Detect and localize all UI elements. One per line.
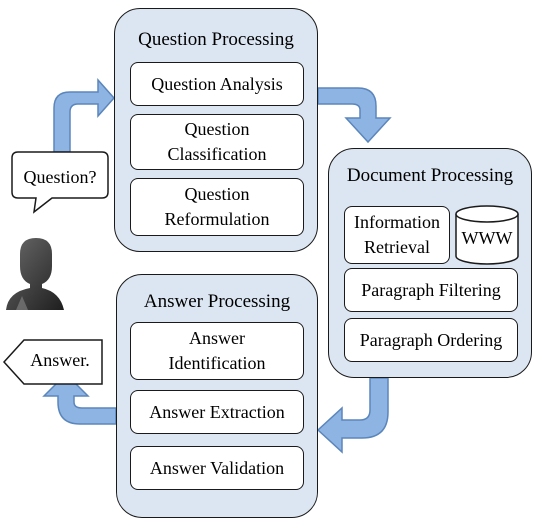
answer-validation-label: Answer Validation — [149, 457, 285, 478]
answer-identification-box: Answer Identification — [130, 322, 304, 380]
question-bubble-label: Question? — [23, 167, 97, 187]
document-processing-title: Document Processing — [346, 165, 514, 186]
answer-extraction-box: Answer Extraction — [130, 390, 304, 434]
paragraph-ordering-box: Paragraph Ordering — [344, 318, 518, 362]
question-classification-label: Question Classification — [167, 119, 267, 164]
answer-identification-label: Answer Identification — [168, 328, 266, 373]
information-retrieval-label: Information Retrieval — [354, 212, 440, 257]
arrow-dp-to-ap — [316, 377, 389, 454]
information-retrieval-box: Information Retrieval — [344, 206, 450, 264]
question-analysis-box: Question Analysis — [130, 62, 304, 106]
answer-bubble-icon — [2, 339, 103, 385]
question-classification-box: Question Classification — [130, 114, 304, 170]
www-label: WWW — [461, 228, 513, 248]
answer-processing-title: Answer Processing — [143, 291, 291, 312]
paragraph-ordering-label: Paragraph Ordering — [359, 329, 503, 350]
question-bubble-icon — [11, 151, 109, 214]
www-database-icon — [455, 205, 519, 265]
paragraph-filtering-label: Paragraph Filtering — [361, 279, 501, 300]
answer-bubble-label: Answer. — [30, 350, 90, 370]
answer-extraction-label: Answer Extraction — [149, 401, 285, 422]
arrow-qp-to-dp — [317, 87, 392, 144]
question-analysis-label: Question Analysis — [151, 73, 283, 94]
question-reformulation-box: Question Reformulation — [130, 178, 304, 236]
question-reformulation-label: Question Reformulation — [164, 184, 270, 229]
paragraph-filtering-box: Paragraph Filtering — [344, 268, 518, 312]
question-processing-title: Question Processing — [138, 29, 294, 50]
arrow-question-to-qp — [53, 78, 116, 153]
arrow-ap-to-answer — [42, 372, 117, 425]
user-silhouette-icon — [6, 238, 64, 310]
answer-validation-box: Answer Validation — [130, 446, 304, 490]
